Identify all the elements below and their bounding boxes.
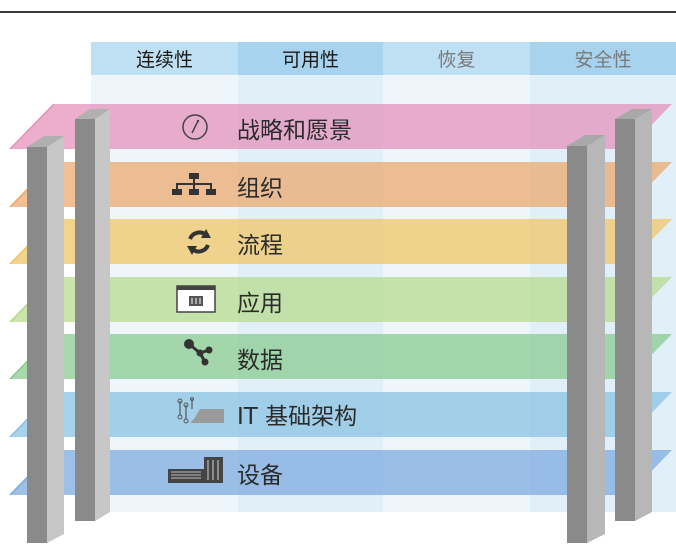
column-header-availability: 可用性 bbox=[238, 42, 383, 75]
column-label: 安全性 bbox=[574, 49, 632, 71]
network-infrastructure-icon bbox=[176, 397, 224, 429]
layer-label: IT 基础架构 bbox=[237, 404, 358, 430]
layer-plane-edge bbox=[9, 103, 55, 150]
application-window-icon bbox=[176, 285, 216, 317]
layer-label: 流程 bbox=[237, 233, 283, 259]
column-label: 可用性 bbox=[281, 49, 339, 71]
layer-label: 组织 bbox=[237, 176, 283, 202]
column-band-security bbox=[530, 75, 676, 512]
column-band-recovery bbox=[383, 75, 530, 512]
layer-label: 数据 bbox=[237, 348, 283, 374]
data-center-hardware-icon bbox=[168, 455, 224, 489]
column-label: 恢复 bbox=[437, 49, 476, 71]
layer-plane-edge bbox=[9, 218, 55, 265]
layer-plane-edge bbox=[9, 161, 55, 208]
pillar-left-front bbox=[27, 136, 64, 543]
top-rule bbox=[0, 11, 676, 13]
column-header-security: 安全性 bbox=[530, 42, 676, 75]
column-header-continuity: 连续性 bbox=[91, 42, 238, 75]
column-label: 连续性 bbox=[135, 49, 193, 71]
column-header-recovery: 恢复 bbox=[383, 42, 530, 75]
layer-plane-edge bbox=[9, 333, 55, 380]
org-chart-icon bbox=[172, 172, 216, 200]
layer-label: 应用 bbox=[237, 291, 283, 317]
compass-icon bbox=[180, 112, 210, 146]
refresh-cycle-icon bbox=[184, 227, 214, 261]
layer-plane-edge bbox=[9, 391, 55, 438]
layer-plane-edge bbox=[9, 276, 55, 323]
layer-plane-edge bbox=[9, 449, 55, 496]
layer-label: 设备 bbox=[237, 463, 283, 489]
data-nodes-icon bbox=[182, 337, 214, 371]
layer-label: 战略和愿景 bbox=[237, 118, 352, 144]
